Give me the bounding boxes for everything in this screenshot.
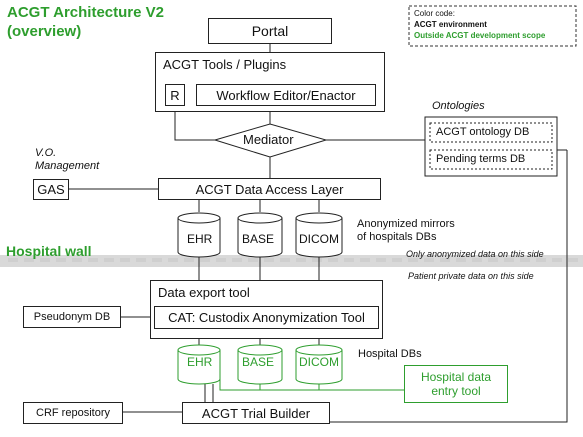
gas-box: GAS <box>33 179 69 200</box>
mirror-dicom-label: DICOM <box>299 232 339 246</box>
ontology-db-label: ACGT ontology DB <box>436 126 530 138</box>
vo-management-label: Management <box>35 160 100 172</box>
diagram-title: ACGT Architecture V2 <box>7 4 164 21</box>
pending-terms-label: Pending terms DB <box>436 153 526 165</box>
legend-frame <box>408 5 577 47</box>
diagram-subtitle: (overview) <box>7 23 82 40</box>
mediator-diamond <box>213 123 328 158</box>
mirror-ehr-label: EHR <box>187 232 213 246</box>
ontologies-frame <box>424 116 558 177</box>
hospital-entry-tool-box: Hospital data entry tool <box>404 365 508 403</box>
tools-title: ACGT Tools / Plugins <box>163 57 287 72</box>
mirrors-label-line2: of hospitals DBs <box>357 231 437 243</box>
legend-acgt: ACGT environment <box>414 20 487 29</box>
hospital-dbs-label: Hospital DBs <box>358 348 422 360</box>
legend-heading: Color code: <box>414 9 455 18</box>
hospital-cylinders <box>177 344 343 385</box>
data-export-title: Data export tool <box>158 285 250 300</box>
mediator-label: Mediator <box>243 132 294 147</box>
entry-tool-line1: Hospital data <box>420 370 492 384</box>
hospital-ehr-label: EHR <box>187 355 213 369</box>
crf-repository-box: CRF repository <box>23 402 123 424</box>
workflow-editor-box: Workflow Editor/Enactor <box>196 84 376 106</box>
r-box: R <box>165 84 185 106</box>
mirror-base-label: BASE <box>242 232 275 246</box>
hospital-wall-label: Hospital wall <box>6 243 92 259</box>
data-access-layer-box: ACGT Data Access Layer <box>158 178 381 200</box>
ontologies-title: Ontologies <box>432 100 485 112</box>
trial-builder-box: ACGT Trial Builder <box>182 402 330 424</box>
only-anonymized-note: Only anonymized data on this side <box>406 249 544 259</box>
patient-private-note: Patient private data on this side <box>408 271 534 281</box>
hospital-base-label: BASE <box>242 355 275 369</box>
vo-label: V.O. <box>35 147 57 159</box>
pseudonym-db-box: Pseudonym DB <box>23 306 121 328</box>
legend-outside: Outside ACGT development scope <box>414 31 546 40</box>
entry-tool-line2: entry tool <box>431 384 481 398</box>
mirrors-label-line1: Anonymized mirrors <box>357 218 455 230</box>
hospital-dicom-label: DICOM <box>299 355 339 369</box>
portal-box: Portal <box>208 18 332 44</box>
mirror-cylinders <box>177 212 343 258</box>
cat-box: CAT: Custodix Anonymization Tool <box>154 306 379 329</box>
